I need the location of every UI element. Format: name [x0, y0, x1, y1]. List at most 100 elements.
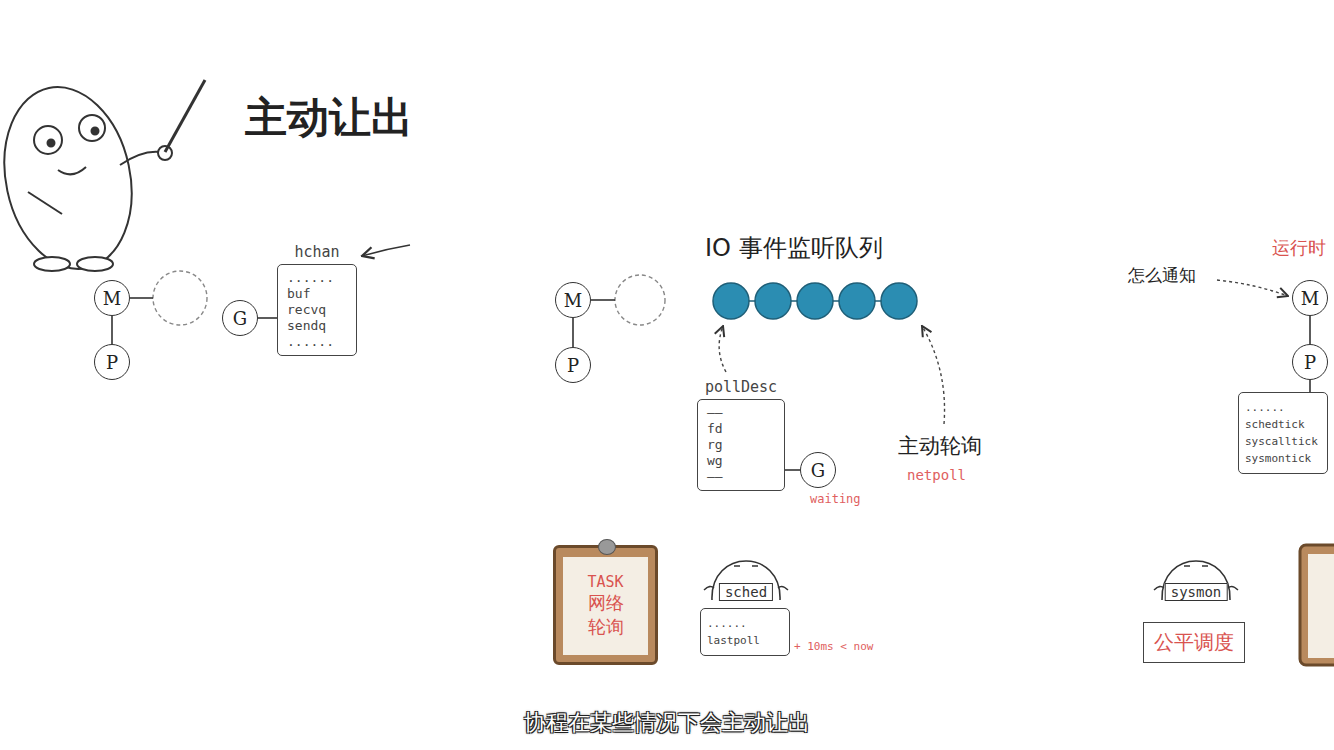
sign-board: 公平调度	[1143, 622, 1245, 663]
drawing-part	[881, 283, 917, 319]
tick-struct: ......schedticksyscallticksysmontick	[1238, 392, 1328, 474]
node-label: P	[567, 355, 579, 376]
hchan-struct: hchan......bufrecvqsendq......	[277, 243, 357, 356]
g-circle: G	[800, 452, 836, 488]
node-label: P	[106, 352, 118, 373]
field-name: sendq	[287, 318, 347, 334]
task-clipboard: TASK网络轮询	[553, 545, 658, 665]
field-name: wg	[707, 453, 775, 469]
drawing-part	[92, 128, 99, 135]
drawing-part	[34, 126, 62, 154]
p-circle: P	[555, 347, 591, 383]
empty-slot	[153, 271, 207, 325]
drawing-part	[79, 115, 105, 141]
struct-body: ——fdrgwg——	[697, 399, 785, 491]
state-label: waiting	[810, 492, 861, 506]
field-name: schedtick	[1245, 416, 1321, 433]
clipboard-paper: TASK网络轮询	[563, 557, 648, 655]
sched-struct: ......lastpoll	[700, 608, 790, 656]
field-name: recvq	[287, 302, 347, 318]
p-circle: P	[1292, 344, 1328, 380]
field-name: syscalltick	[1245, 433, 1321, 450]
drawing-part	[120, 152, 160, 165]
drawing-part	[77, 257, 113, 271]
connector-line	[111, 316, 113, 344]
drawing-part	[158, 146, 172, 160]
sysmon-character: sysmon	[1150, 540, 1242, 604]
runtime-label: 运行时	[1272, 236, 1326, 260]
connector-line	[785, 469, 800, 471]
task-text: TASK	[587, 573, 623, 591]
sign-text: 公平调度	[1154, 629, 1234, 656]
drawing-part	[797, 283, 833, 319]
connector-line	[1309, 380, 1311, 392]
node-label: G	[233, 308, 247, 329]
field-name: ......	[707, 615, 783, 632]
poll-note: 主动轮询	[898, 432, 982, 460]
field-name: fd	[707, 421, 775, 437]
drawing-part	[28, 192, 62, 214]
field-name: sysmontick	[1245, 450, 1321, 467]
field-name: lastpoll	[707, 632, 783, 649]
field-name: buf	[287, 286, 347, 302]
clipboard-partial	[1300, 545, 1334, 665]
connector-line	[1309, 316, 1311, 344]
drawing-part	[1308, 554, 1334, 658]
sched-character: sched	[700, 540, 792, 604]
dashed-arrow	[1217, 280, 1288, 296]
egg-character	[0, 75, 205, 281]
drawing-part	[0, 75, 148, 281]
character-head	[1162, 561, 1230, 600]
drawing-part	[34, 257, 70, 271]
drawing-part	[48, 140, 55, 147]
drawing-part	[713, 283, 749, 319]
connector-line	[258, 317, 277, 319]
link-line	[591, 299, 615, 301]
struct-name: hchan	[277, 243, 357, 261]
empty-slot	[615, 275, 665, 325]
field-name: rg	[707, 437, 775, 453]
drawing-part	[58, 167, 86, 174]
drawing-part	[839, 283, 875, 319]
m-circle: M	[555, 282, 591, 318]
field-name: ......	[287, 334, 347, 350]
m-circle: M	[94, 280, 130, 316]
pointer-arrow	[362, 245, 410, 256]
dashed-arrow	[922, 326, 945, 424]
condition-note: + 10ms < now	[794, 640, 873, 653]
queue-title: IO 事件监听队列	[705, 232, 883, 264]
polldesc-struct: pollDesc——fdrgwg——	[697, 378, 785, 491]
character-name: sysmon	[1165, 583, 1228, 601]
event-queue	[713, 283, 917, 319]
page-title: 主动让出	[245, 90, 413, 146]
g-circle: G	[222, 300, 258, 336]
node-label: P	[1304, 352, 1316, 373]
character-eyes	[1184, 565, 1208, 567]
character-head	[712, 561, 780, 600]
question-note: 怎么通知	[1128, 264, 1196, 287]
dashed-arrow	[719, 326, 726, 372]
drawing-part	[755, 283, 791, 319]
character-name: sched	[719, 583, 773, 601]
node-label: G	[811, 460, 825, 481]
character-eyes	[734, 565, 758, 567]
field-name: ——	[707, 405, 775, 421]
task-text: 网络	[588, 591, 624, 615]
p-circle: P	[94, 344, 130, 380]
field-name: ......	[287, 270, 347, 286]
function-name: netpoll	[907, 467, 966, 483]
field-name: ......	[1245, 399, 1321, 416]
drawing-part	[165, 80, 205, 152]
task-text: 轮询	[588, 615, 624, 639]
struct-name: pollDesc	[697, 378, 785, 396]
node-label: M	[103, 288, 121, 309]
field-name: ——	[707, 469, 775, 485]
subtitle-caption: 协程在某些情况下会主动让出	[0, 708, 1334, 738]
node-label: M	[564, 290, 582, 311]
connector-line	[572, 318, 574, 347]
node-label: M	[1301, 288, 1319, 309]
